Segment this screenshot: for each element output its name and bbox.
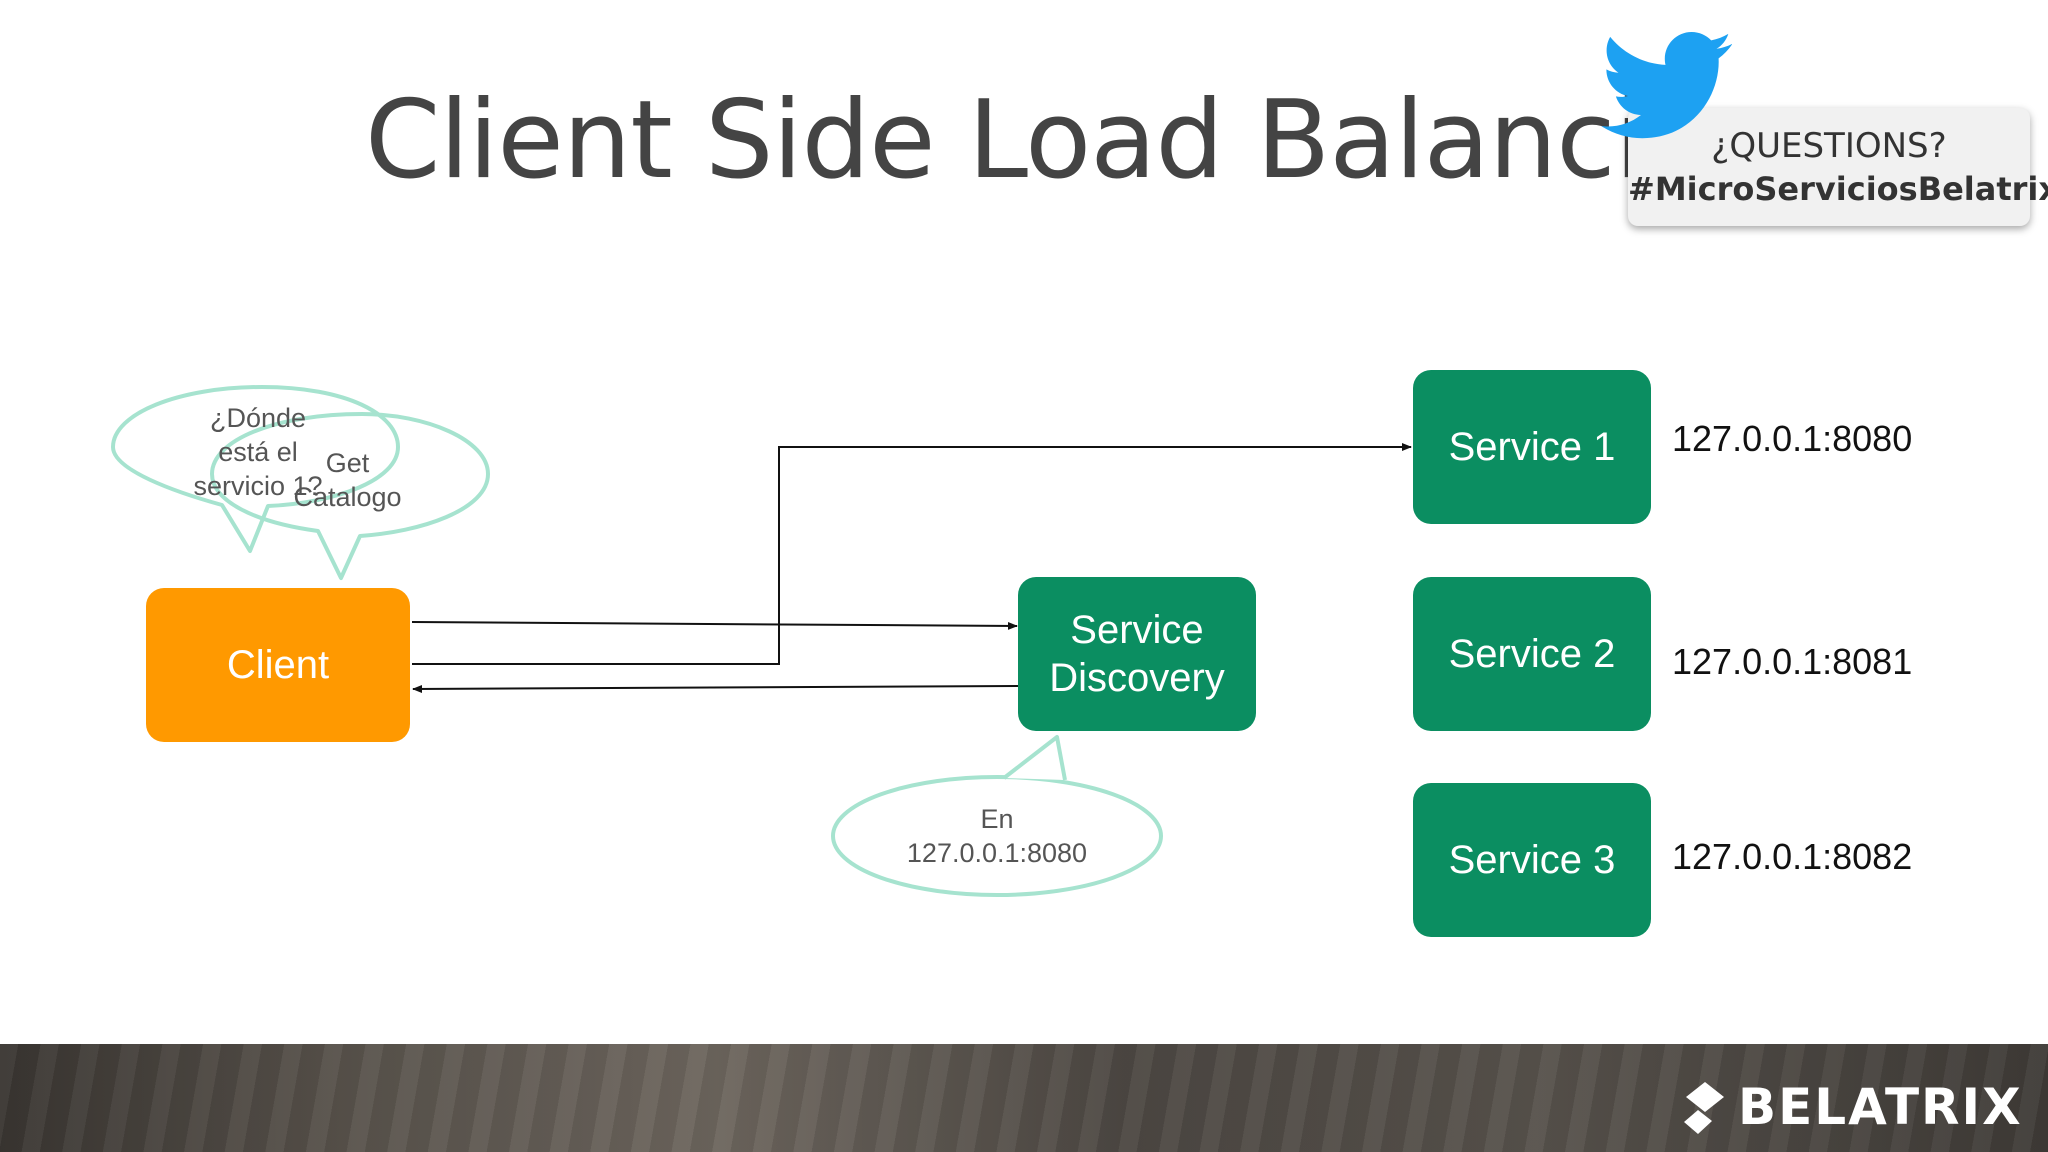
arrow-discovery-to-client <box>412 684 1019 693</box>
bubble-question <box>111 385 400 553</box>
hashtag-label: #MicroServiciosBelatrix <box>1628 170 2048 208</box>
service-discovery-label-line1: Service <box>1070 608 1204 652</box>
arrow-client-to-service1 <box>412 443 1412 665</box>
service-3-label: Service 3 <box>1448 838 1616 882</box>
service-1-label: Service 1 <box>1448 425 1616 469</box>
questions-card: ¿QUESTIONS? #MicroServiciosBelatrix <box>1628 108 2048 226</box>
bubble-get-catalog-text: Get Catalogo <box>293 448 402 512</box>
belatrix-logo-text: BELATRIX <box>1738 1078 2023 1136</box>
bubble-get-catalog <box>210 412 490 580</box>
service-3-node: Service 3 <box>1413 783 1651 937</box>
service-2-address: 127.0.0.1:8081 <box>1672 641 1913 682</box>
service-discovery-node: Service Discovery <box>1018 577 1256 731</box>
slide-title: Client Side Load Balancing <box>365 78 1780 203</box>
service-1-address: 127.0.0.1:8080 <box>1672 418 1913 459</box>
twitter-bird-icon <box>1601 32 1732 139</box>
bubble-answer-text: En 127.0.0.1:8080 <box>906 804 1088 868</box>
client-label: Client <box>226 643 330 687</box>
bubble-answer-tail <box>1002 735 1067 781</box>
arrow-client-to-discovery <box>411 621 1018 630</box>
service-1-node: Service 1 <box>1413 370 1651 524</box>
questions-label: ¿QUESTIONS? <box>1711 126 1947 166</box>
service-2-label: Service 2 <box>1448 632 1616 676</box>
service-2-node: Service 2 <box>1413 577 1651 731</box>
belatrix-logo-icon <box>1684 1082 1724 1134</box>
service-3-address: 127.0.0.1:8082 <box>1672 836 1913 877</box>
client-node: Client <box>146 588 410 742</box>
service-discovery-label-line2: Discovery <box>1049 656 1225 700</box>
bubble-question-text: ¿Dónde está el servicio 1? <box>193 403 323 501</box>
bubble-answer-ellipse <box>831 775 1163 897</box>
